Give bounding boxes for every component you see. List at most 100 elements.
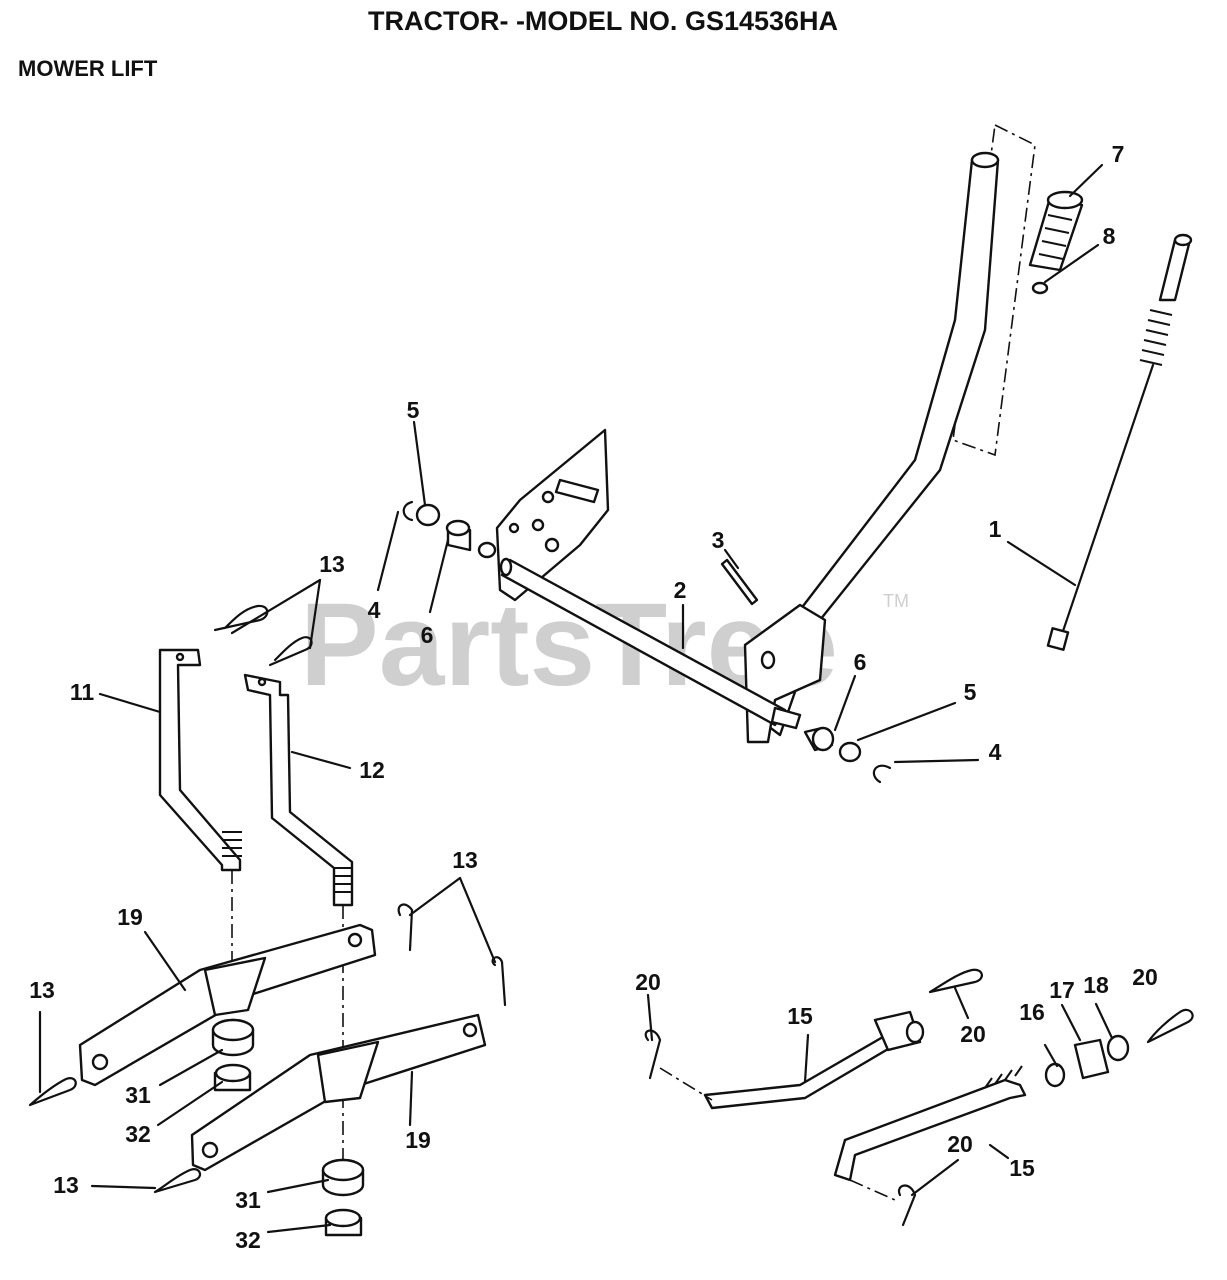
nut-32-b-top [324, 1208, 362, 1228]
leader-15b [988, 1143, 1010, 1160]
callout-19b: 19 [405, 1127, 431, 1153]
leader-5b [856, 701, 957, 742]
leader-31b [266, 1178, 330, 1194]
plate-body [495, 428, 610, 602]
leader-32a [156, 1080, 224, 1127]
bushing-right-face [811, 726, 835, 752]
link-11-body [158, 648, 242, 872]
callout-20b: 20 [960, 1021, 986, 1047]
callout-13a: 13 [319, 551, 345, 577]
lift-rod-upper [703, 1028, 902, 1110]
leader-6a [428, 538, 450, 614]
link-11-hole [175, 652, 185, 662]
bracket-hole [760, 650, 776, 670]
cable-spring [1139, 309, 1173, 366]
leader-32b [266, 1223, 332, 1234]
callout-2: 2 [674, 577, 687, 603]
centerline-rod-lower [849, 1179, 896, 1201]
leader-19a [143, 930, 187, 992]
callout-6a: 6 [421, 622, 434, 648]
leader-4a [376, 510, 400, 592]
retainer-clip-right [872, 764, 892, 784]
plate-hole [541, 490, 555, 504]
mounting-plate [495, 428, 610, 602]
washer-31-b-top [321, 1158, 365, 1182]
callout-15b: 15 [1009, 1155, 1035, 1181]
callout-1: 1 [989, 516, 1002, 542]
leader-20b [953, 986, 970, 1020]
callout-11: 11 [70, 679, 95, 705]
link-11-threads [222, 831, 242, 857]
leader-16 [1043, 1043, 1059, 1068]
centerline-rod-upper [659, 1067, 713, 1101]
grip-ribs [1038, 214, 1073, 260]
handle-end [970, 151, 1000, 169]
leader-6b [833, 674, 857, 732]
leader-13b [408, 876, 462, 917]
trademark: TM [883, 591, 909, 611]
nut-18 [1106, 1034, 1130, 1062]
lift-link-11 [158, 648, 242, 872]
nut-32-a-top [214, 1063, 252, 1083]
grip-top [1046, 190, 1084, 210]
leader-20a [646, 993, 654, 1042]
callout-31b: 31 [235, 1187, 261, 1213]
callout-8: 8 [1103, 223, 1116, 249]
lift-handle [743, 123, 1036, 744]
leader-5a [412, 420, 427, 507]
grip-body [1028, 196, 1084, 272]
callout-4a: 4 [368, 597, 381, 623]
plate-hole [508, 522, 520, 534]
callout-18: 18 [1083, 972, 1109, 998]
cable-wire [1058, 363, 1155, 642]
leader-8 [1043, 243, 1100, 284]
washer-left [415, 503, 441, 527]
section-title: MOWER LIFT [18, 56, 158, 81]
leader-7 [1068, 163, 1104, 198]
leader-12 [290, 750, 352, 770]
callout-31a: 31 [125, 1082, 151, 1108]
hairpin-clip [28, 1077, 77, 1107]
leader-15a [803, 1033, 810, 1084]
link-12-threads [333, 867, 353, 893]
callout-13d: 13 [53, 1172, 79, 1198]
hairpin-clip [213, 604, 269, 632]
nut-16 [1044, 1062, 1066, 1088]
lift-arm-lower-boss [316, 1040, 380, 1104]
lift-arm-upper-hole [91, 1053, 109, 1071]
cable-end-fitting [1046, 627, 1070, 651]
lift-shaft [499, 557, 802, 730]
callout-16: 16 [1019, 999, 1045, 1025]
lift-arm-upper-hole [347, 932, 363, 948]
leader-20d [910, 1158, 960, 1197]
retainer-clip-left [402, 500, 414, 522]
leader-lines [38, 163, 1114, 1234]
lift-arm-upper [78, 923, 377, 1087]
leader-18 [1094, 1002, 1114, 1040]
leader-17 [1060, 1003, 1082, 1042]
grip-ring [1031, 281, 1049, 295]
callout-13b: 13 [452, 847, 478, 873]
callout-17: 17 [1049, 977, 1075, 1003]
callout-20a: 20 [635, 969, 661, 995]
hairpin-clip [397, 903, 414, 952]
hairpin-clip-20 [897, 1184, 917, 1227]
callout-19a: 19 [117, 904, 143, 930]
trunnion-17 [1073, 1038, 1110, 1080]
washer-right [838, 741, 862, 763]
handle-grip [1028, 190, 1084, 272]
roll-pin [720, 558, 759, 606]
link-12-body [243, 673, 354, 907]
shaft-stub [770, 706, 802, 730]
hairpin-clip-20 [1146, 1008, 1194, 1044]
washer-31-a-top [211, 1018, 255, 1042]
callout-32a: 32 [125, 1121, 151, 1147]
leader-13a-2 [308, 578, 322, 650]
lift-cable [1046, 233, 1193, 651]
leader-19b [408, 1070, 414, 1127]
callout-5b: 5 [964, 679, 977, 705]
hairpin-clip-20 [928, 968, 983, 994]
callouts: 1 2 3 4 4 5 5 6 6 7 8 11 12 13 13 13 13 … [29, 141, 1158, 1253]
link-12-hole [257, 677, 267, 687]
